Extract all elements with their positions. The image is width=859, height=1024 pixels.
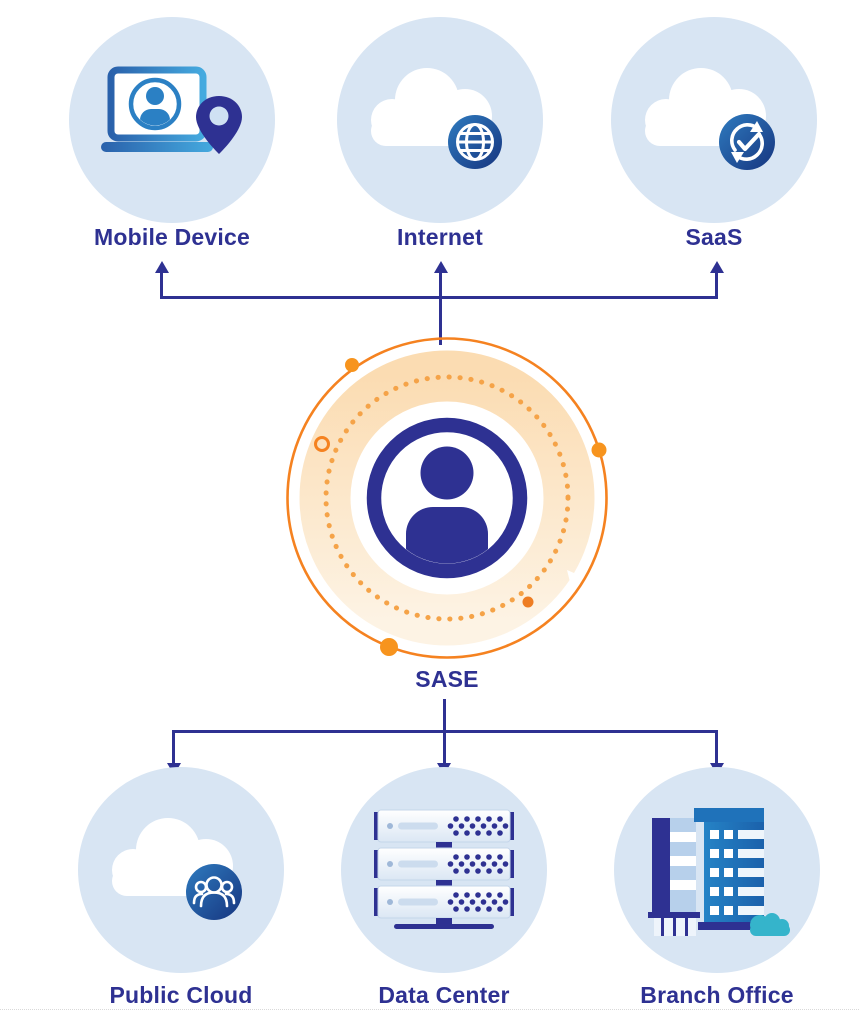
dotted-ring <box>323 374 571 622</box>
label-data-center: Data Center <box>378 982 510 1008</box>
label-mobile-device: Mobile Device <box>94 224 250 250</box>
orbit-dots <box>314 358 607 656</box>
bottom-connector-left-stem <box>172 733 175 763</box>
building-main-tower <box>694 808 768 930</box>
users-group-icon <box>186 863 242 920</box>
laptop-base <box>101 142 213 152</box>
server-rack-icon <box>374 809 514 929</box>
bottom-connector-right-stem <box>715 733 718 763</box>
node-data-center[interactable] <box>341 767 547 973</box>
bottom-connector-top-stem <box>442 699 446 732</box>
node-mobile-device[interactable] <box>69 17 275 223</box>
building-left-slab <box>652 818 670 916</box>
sase-hub[interactable] <box>282 333 612 663</box>
server-stand <box>394 924 494 929</box>
sync-check-icon <box>719 113 775 170</box>
label-sase: SASE <box>415 666 479 692</box>
building-entrance <box>648 912 700 936</box>
label-internet: Internet <box>397 224 483 250</box>
user-in-circle-icon <box>366 417 528 579</box>
bottom-connector-middle-stem <box>442 733 446 763</box>
avatar-person <box>140 87 170 126</box>
arrow-to-saas <box>709 261 724 273</box>
node-saas[interactable] <box>611 17 817 223</box>
bush-icon <box>750 913 790 936</box>
bottom-connector-line <box>172 730 718 733</box>
orbit-circle <box>286 337 608 659</box>
cloud-sync-icon <box>645 67 775 170</box>
arrow-to-internet <box>433 261 448 273</box>
label-public-cloud: Public Cloud <box>109 982 253 1008</box>
label-branch-office: Branch Office <box>640 982 794 1008</box>
bottom-page-strip <box>0 1009 859 1024</box>
node-public-cloud[interactable] <box>78 767 284 973</box>
cursor-arrow-icon <box>567 570 581 586</box>
laptop-user-location-icon <box>101 66 242 154</box>
top-connector-left-stem <box>160 272 163 299</box>
top-connector-right-stem <box>715 272 718 299</box>
globe-icon <box>448 114 502 169</box>
office-building-icon <box>648 808 790 936</box>
node-branch-office[interactable] <box>614 767 820 973</box>
cloud-users-icon <box>112 817 242 920</box>
top-connector-middle-stem <box>439 272 442 345</box>
label-saas: SaaS <box>685 224 743 250</box>
cloud-globe-icon <box>371 67 502 169</box>
building-light-column <box>670 818 696 916</box>
server-units <box>374 809 514 924</box>
arrow-to-mobile-device <box>154 261 169 273</box>
location-pin-icon <box>196 96 242 154</box>
node-internet[interactable] <box>337 17 543 223</box>
